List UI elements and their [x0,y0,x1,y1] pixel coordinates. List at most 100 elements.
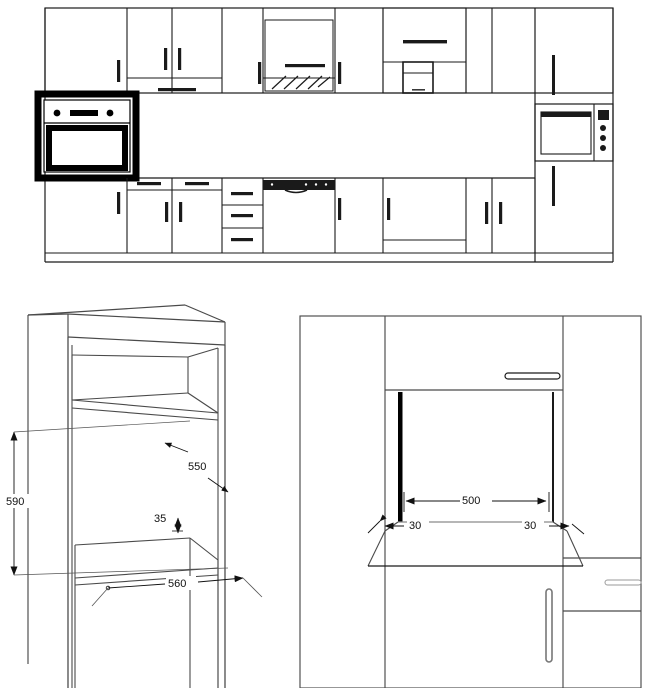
dim-30-left-text-bg [407,518,429,532]
dim-30-left-leader [367,514,387,534]
hood-handle [403,40,447,44]
handle-vertical [117,192,121,214]
glass-cabinet-handle [285,64,325,68]
dim-560-leader-right [242,577,263,598]
handle-horizontal [185,182,209,186]
glass-wall-cabinet [264,19,334,92]
handle-vertical [179,202,183,222]
handle-vertical [499,202,503,224]
glass-cabinet-frame [264,19,334,92]
oven-door-window [56,134,118,162]
dim-30-right-leader [571,523,585,535]
dim-30-right-text-bg [522,518,544,532]
dishwasher [263,180,335,194]
dim-560-leader-left [91,587,109,607]
dim-550-leader-up [164,442,189,453]
dim-550: 550 [164,442,229,493]
aperture-base-left-slope [367,530,386,567]
dim-560: 560 [91,575,263,607]
built-in-oven[interactable] [34,90,140,182]
view-front-section: 500 30 30 [299,315,642,688]
front-section-door-handle [545,588,553,663]
handle-horizontal [137,182,161,186]
dishwasher-handle [284,189,308,194]
dim-500: 500 [403,492,550,512]
top-handle-bar [504,372,561,380]
front-section-outline [299,315,642,688]
side-unit-handle [604,579,642,586]
microwave-button-3-icon[interactable] [600,145,606,151]
dishwasher-control-strip [263,180,335,190]
dishwasher-indicator-icon [324,183,328,186]
handle-vertical [117,60,121,82]
drawer-handle [231,214,253,218]
hood-controls [412,89,425,91]
handle-vertical [164,48,168,70]
dishwasher-indicator-icon [270,183,274,186]
handle-vertical [165,202,169,222]
handle-vertical [338,62,342,84]
microwave-button-1-icon[interactable] [600,125,606,131]
drawer-unit [222,192,263,242]
drawer-handle [231,192,253,196]
handle-horizontal [158,88,196,92]
dim-590-text-bg [4,494,30,508]
oven-door-frame[interactable] [46,125,128,171]
isometric-outline [27,304,226,688]
dim-560-text-bg [166,576,196,590]
oven-knob-left-icon[interactable] [53,109,61,117]
dim-35: 35 [152,512,183,534]
dim-590-ext-top [13,420,191,433]
isometric-inner-carcass [71,345,219,688]
microwave[interactable] [534,103,614,162]
drawer-handle [231,238,253,242]
dim-30-left: 30 [367,514,429,534]
microwave-button-2-icon[interactable] [600,135,606,141]
oven-knob-right-icon[interactable] [106,109,114,117]
dim-550-label: 550 [188,461,206,473]
aperture-left-stile [398,392,403,522]
dishwasher-indicator-icon [304,183,308,186]
microwave-body [534,103,614,162]
handle-vertical [485,202,489,224]
door-handle-bar [545,588,553,663]
extractor-hood [382,7,467,94]
dim-560-label: 560 [168,578,186,590]
view-elevation [34,7,614,263]
dim-590-label: 590 [6,496,24,508]
base-cabinet-handles [117,182,503,224]
tall-column-handle-lower [552,166,555,206]
handle-vertical [178,48,182,70]
dim-30-right: 30 [522,518,585,535]
base-cabinet-dividers [126,178,536,253]
dim-560-line-right [197,575,244,583]
oven-display-icon [70,110,98,116]
microwave-door-trim [541,112,591,117]
dim-35-text-bg [152,512,172,525]
handle-vertical [338,198,342,220]
dim-560-line-left [105,583,166,591]
dim-590-ext-bottom [13,567,229,576]
handle-vertical [258,62,262,84]
view-isometric: 590 550 35 560 [4,304,263,688]
dim-550-text-bg [186,459,214,473]
microwave-display-icon [598,110,609,120]
oven-highlight-frame [34,90,140,182]
tall-column-handle-upper [552,55,555,95]
dim-35-label: 35 [154,513,166,525]
aperture-base-right-slope [566,530,584,567]
dim-500-text-bg [460,493,492,507]
dim-30-right-label: 30 [524,520,536,532]
handle-vertical [387,198,391,220]
dim-590: 590 [4,420,229,576]
aperture-base-right-bevel [552,521,568,532]
dim-30-left-label: 30 [409,520,421,532]
dim-550-leader-down [207,477,229,493]
upper-cabinet-handles [117,48,342,92]
dishwasher-indicator-icon [314,183,318,186]
glass-hatch-icon [271,75,331,90]
dim-500-label: 500 [462,495,480,507]
front-section-top-handle [504,372,561,380]
